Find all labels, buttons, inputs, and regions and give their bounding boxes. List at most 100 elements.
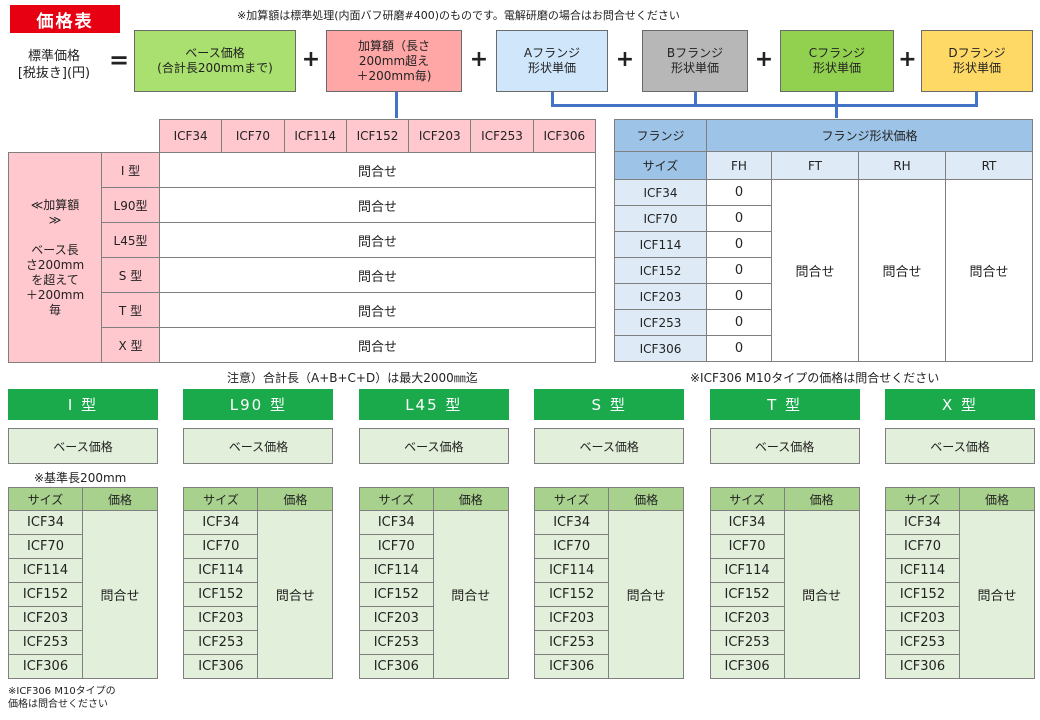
addition-side-label-line: ≫ xyxy=(48,212,62,227)
type-price-row: ICF306 xyxy=(709,654,859,679)
type-price-row: ICF306 xyxy=(885,654,1035,679)
size-cell: ICF34 xyxy=(183,510,259,535)
addition-price-cell: 問合せ xyxy=(159,327,596,363)
standard-price-label: 標準価格 [税抜き](円) xyxy=(4,40,104,90)
price-cell: 問合せ xyxy=(82,510,158,679)
connector-line xyxy=(551,92,554,106)
base-price-label: ベース価格 xyxy=(183,428,334,464)
addition-type-label: L45型 xyxy=(101,222,160,258)
formula-box-text: 200mm超え xyxy=(358,53,430,68)
plus-sign: + xyxy=(754,46,774,72)
connector-line xyxy=(551,104,978,107)
base-price-label: ベース価格 xyxy=(709,428,860,464)
flange-fh-value: 0 xyxy=(706,283,772,310)
addition-price-cell: 問合せ xyxy=(159,152,596,188)
addition-side-label-line: ≪加算額 xyxy=(30,197,80,212)
standard-price-label-line2: [税抜き](円) xyxy=(17,66,91,81)
flange-size-cell: ICF152 xyxy=(614,257,707,284)
type-price-row: ICF203 xyxy=(709,606,859,631)
connector-line xyxy=(395,92,398,118)
price-cell: 問合せ xyxy=(783,510,860,679)
size-cell: ICF34 xyxy=(885,510,960,535)
col-size-header: サイズ xyxy=(358,487,434,511)
size-cell: ICF114 xyxy=(183,558,259,583)
connector-line xyxy=(975,92,978,106)
type-price-row: ICF203 xyxy=(183,606,333,631)
size-cell: ICF203 xyxy=(358,606,434,631)
size-cell: ICF70 xyxy=(885,534,960,559)
price-cell: 問合せ xyxy=(959,510,1035,679)
addition-size-header-cell: ICF34 xyxy=(158,119,223,153)
formula-box-text: Bフランジ xyxy=(666,46,724,60)
standard-price-label-line1: 標準価格 xyxy=(27,49,80,64)
size-cell: ICF306 xyxy=(709,654,785,679)
size-cell: ICF253 xyxy=(183,630,259,655)
flange-size-header-bottom: サイズ xyxy=(614,151,707,180)
addition-side-label-line: ベース長 xyxy=(31,242,79,257)
type-price-row: ICF253 xyxy=(183,630,333,655)
type-price-row: ICF152 xyxy=(358,582,508,607)
size-cell: ICF306 xyxy=(885,654,960,679)
page-title: 価格表 xyxy=(10,5,120,33)
flange-size-cell: ICF34 xyxy=(614,179,707,206)
type-price-row: ICF114 xyxy=(183,558,333,583)
flange-column-header: RT xyxy=(945,151,1033,180)
flange-size-cell: ICF203 xyxy=(614,283,707,310)
flange-price-header: フランジ形状価格 xyxy=(706,119,1033,152)
flange-merged-price: 問合せ xyxy=(858,179,946,362)
addition-price-cell: 問合せ xyxy=(159,257,596,293)
col-price-header: 価格 xyxy=(82,487,158,511)
formula-box-text: Dフランジ xyxy=(948,46,1006,60)
formula-box-text: 形状単価 xyxy=(527,61,576,75)
size-cell: ICF152 xyxy=(8,582,83,607)
plus-sign: + xyxy=(469,46,489,72)
type-price-row: ICF253 xyxy=(709,630,859,655)
col-size-header: サイズ xyxy=(885,487,960,511)
size-cell: ICF34 xyxy=(709,510,785,535)
addition-size-header-cell: ICF306 xyxy=(532,119,597,153)
flange-size-cell: ICF114 xyxy=(614,231,707,258)
size-cell: ICF114 xyxy=(885,558,960,583)
type-panel-title: T 型 xyxy=(709,389,860,420)
type-panel-title: L45 型 xyxy=(358,389,509,420)
addition-side-label-line xyxy=(9,228,101,243)
type-price-row: ICF253 xyxy=(885,630,1035,655)
flange-fh-value: 0 xyxy=(706,231,772,258)
flange-fh-value: 0 xyxy=(706,205,772,232)
flange-fh-value: 0 xyxy=(706,257,772,284)
type-price-row: ICF306 xyxy=(534,654,684,679)
addition-size-header-cell: ICF203 xyxy=(408,119,472,153)
addition-type-label: L90型 xyxy=(101,187,160,223)
col-size-header: サイズ xyxy=(8,487,83,511)
flange-column-header: FH xyxy=(706,151,772,180)
size-cell: ICF152 xyxy=(183,582,259,607)
flange-size-cell: ICF253 xyxy=(614,309,707,336)
formula-box-text: 形状単価 xyxy=(952,61,1001,75)
price-cell: 問合せ xyxy=(432,510,509,679)
size-cell: ICF114 xyxy=(8,558,83,583)
formula-box-text: Aフランジ xyxy=(523,46,581,60)
type-price-row: ICF114 xyxy=(534,558,684,583)
flange-column-header: RH xyxy=(858,151,946,180)
addition-type-label: T 型 xyxy=(101,292,160,328)
formula-box-text: 形状単価 xyxy=(670,61,719,75)
col-price-header: 価格 xyxy=(783,487,860,511)
col-price-header: 価格 xyxy=(959,487,1035,511)
connector-line xyxy=(694,92,697,106)
addition-size-header-cell: ICF152 xyxy=(345,119,410,153)
flange-fh-value: 0 xyxy=(706,309,772,336)
addition-row: S 型問合せ xyxy=(9,257,596,293)
addition-row: L45型問合せ xyxy=(9,222,596,258)
size-cell: ICF70 xyxy=(534,534,610,559)
type-panel-title: S 型 xyxy=(534,389,685,420)
